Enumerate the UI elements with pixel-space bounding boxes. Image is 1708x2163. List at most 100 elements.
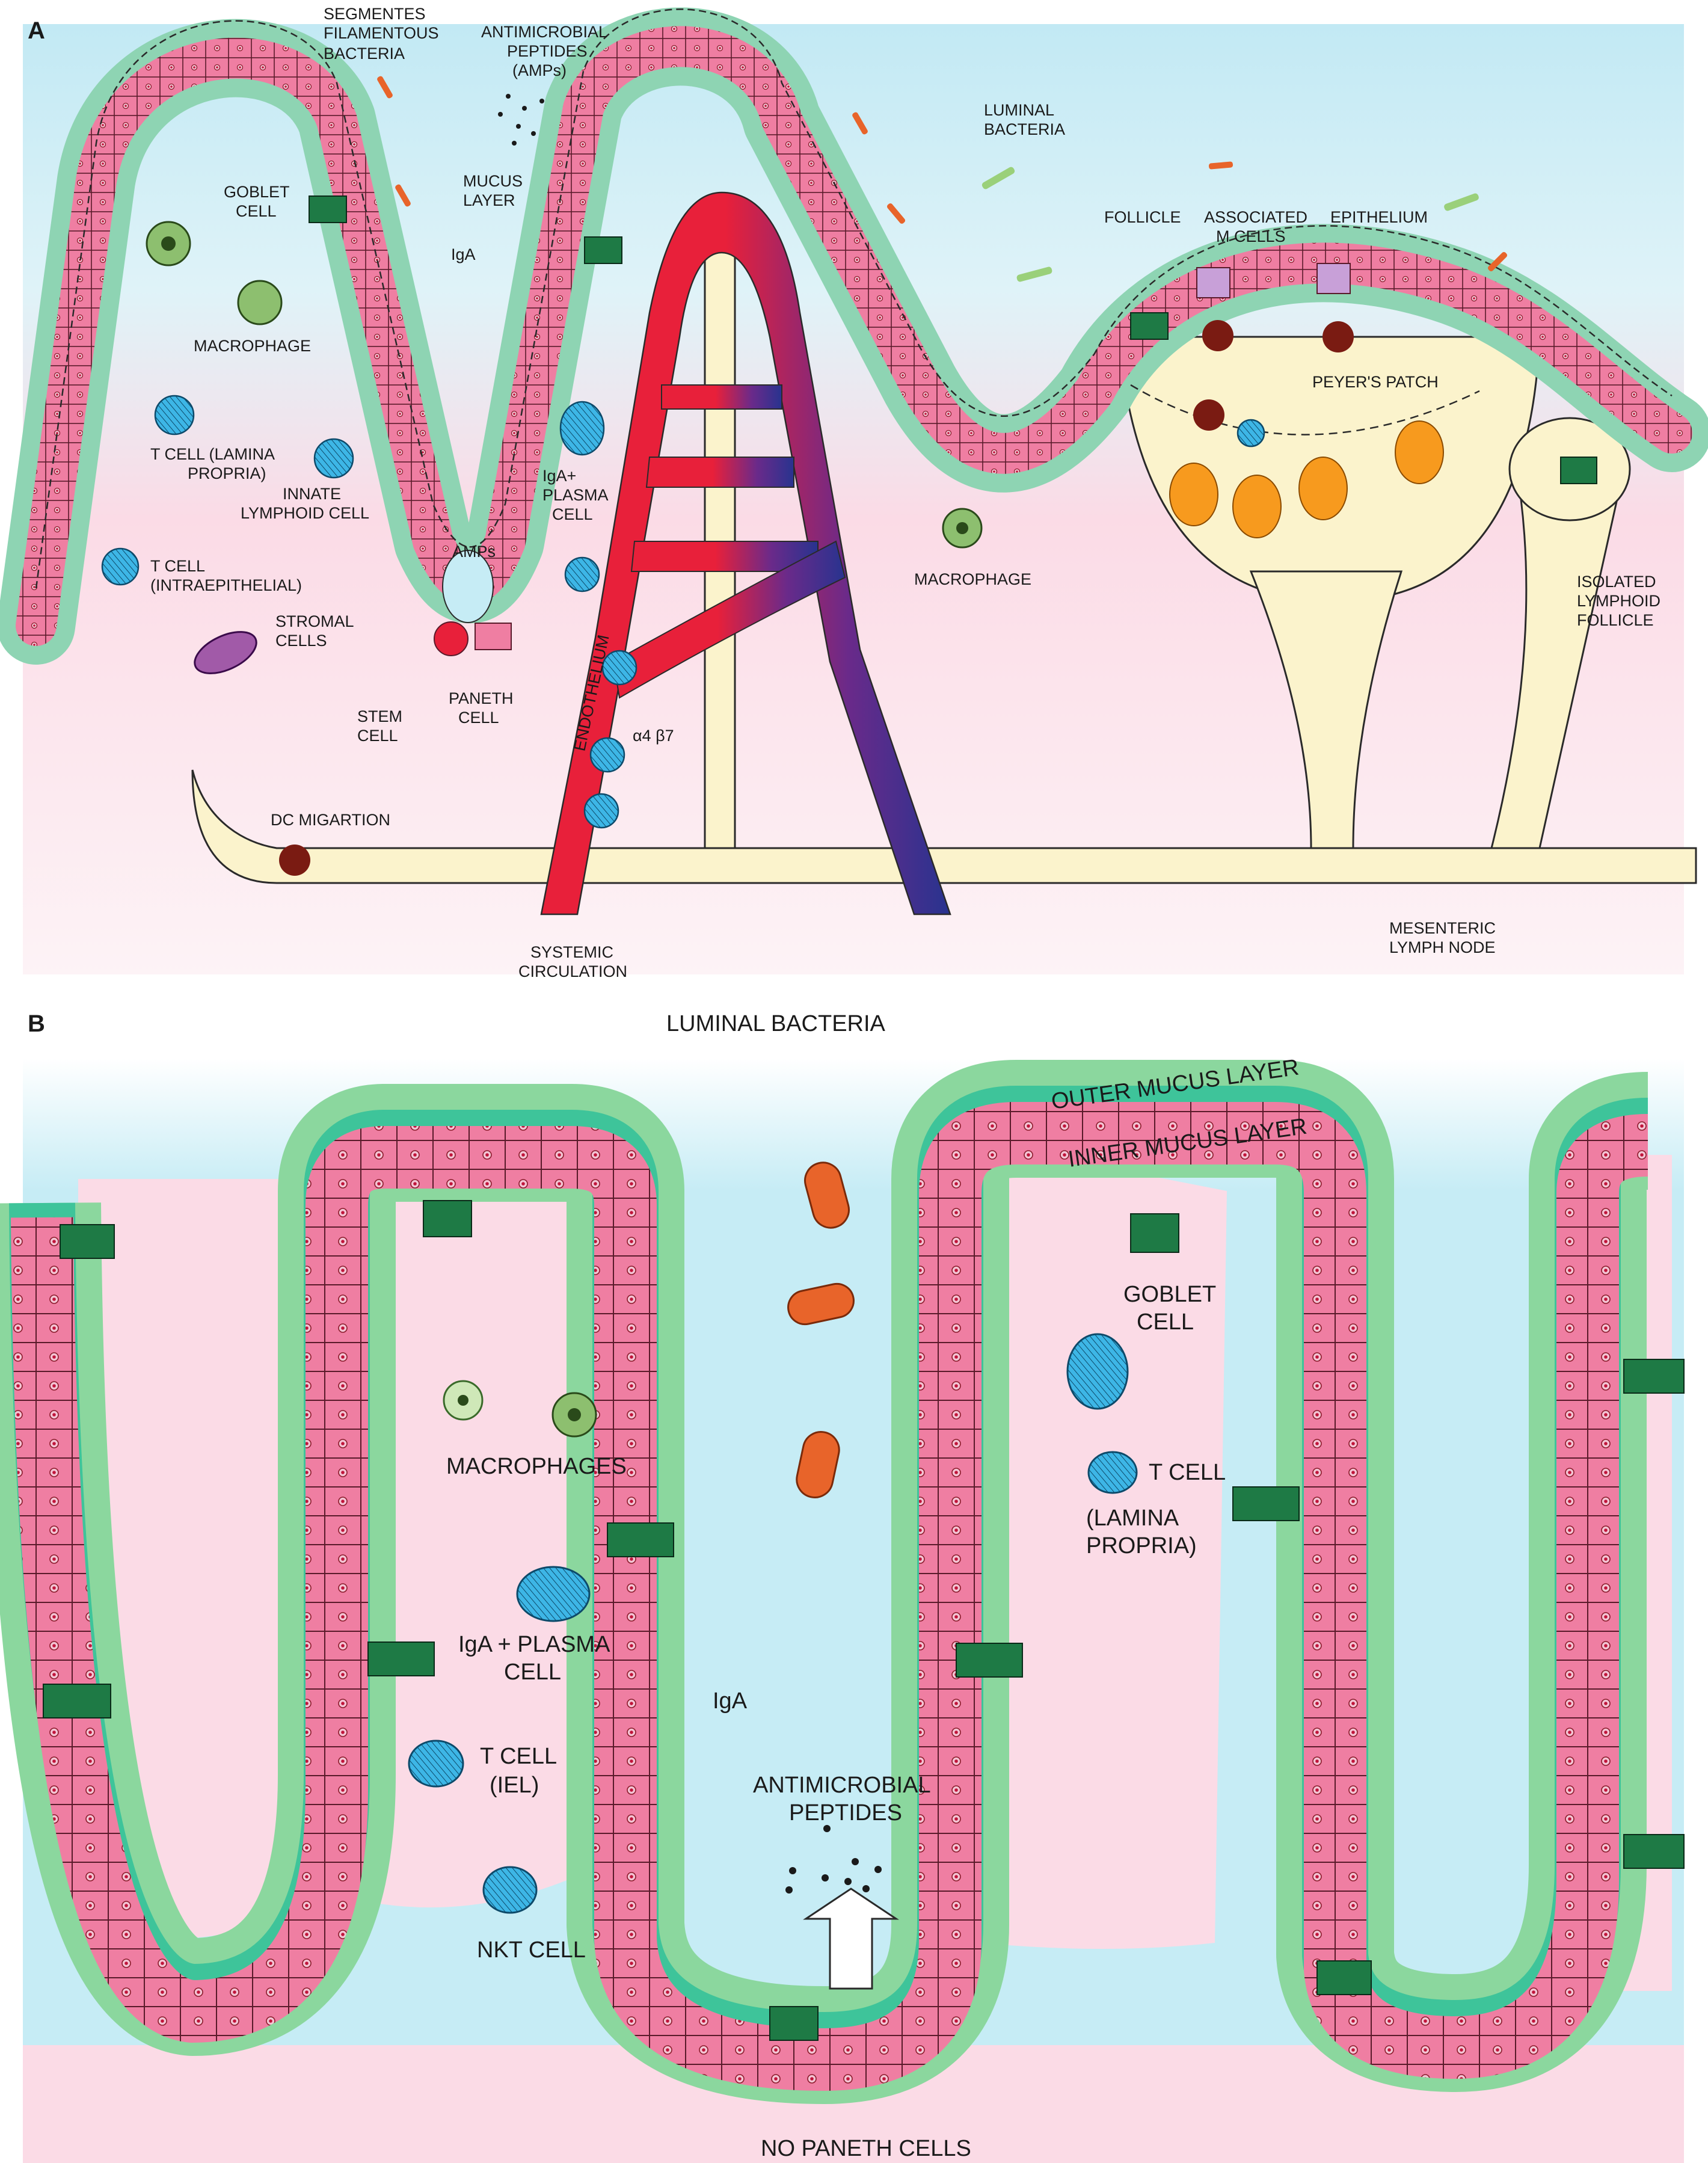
panel-a: A SEGMENTES FILAMENTOUS BACTERIA ANTIMIC… [0,5,1708,980]
iga-plasma-cell-a [559,401,605,456]
label-mln-2: LYMPH NODE [1389,938,1496,956]
label-plasma-a-1: IgA+ [542,467,576,485]
label-sfb-3: BACTERIA [324,45,405,63]
label-follicle: FOLLICLE [1104,208,1181,226]
label-amp-1: ANTIMICROBIAL [481,23,607,41]
label-plasma-b-2: CELL [504,1660,561,1685]
label-sfb-2: FILAMENTOUS [324,24,439,42]
label-luminal-2: BACTERIA [984,120,1065,138]
label-ilf-1: ISOLATED [1577,573,1656,591]
label-tcell-ie-2: (INTRAEPITHELIAL) [150,576,302,594]
label-plasma-a-2: PLASMA [542,486,609,504]
stem-cell [434,621,468,656]
label-mln-1: MESENTERIC [1389,919,1496,937]
nkt-cell [482,1866,538,1914]
immune-cells-b [408,1333,1138,1914]
label-systemic-2: CIRCULATION [518,962,627,980]
label-mucus-2: LAYER [463,191,515,209]
label-ilc-2: LYMPHOID CELL [241,504,369,522]
label-tcell-lp-b-3: PROPRIA) [1086,1533,1197,1558]
mucosa-a [0,7,1708,665]
label-tcell-iel-2: (IEL) [490,1773,539,1798]
label-amp-3: (AMPs) [512,61,567,79]
label-systemic-1: SYSTEMIC [530,943,613,961]
label-iga-a: IgA [451,245,476,263]
label-integrin: α4 β7 [633,727,674,745]
label-tcell-lp-b-2: (LAMINA [1086,1506,1179,1531]
label-tcell-lp-2: PROPRIA) [188,464,266,482]
label-amp-b-2: PEPTIDES [789,1800,902,1826]
bacterium-b-2 [787,1282,855,1326]
mucus-outline-a [35,8,1673,589]
dendritic-cell-1 [1202,320,1233,351]
label-no-paneth: NO PANETH CELLS [761,2136,971,2161]
label-macrophages-b: MACROPHAGES [446,1454,627,1479]
label-luminal-b: LUMINAL BACTERIA [666,1011,886,1036]
macrophage-a-2 [237,280,283,325]
label-tcell-lp-b-1: T CELL [1149,1460,1226,1485]
goblet-cell-a4 [1560,457,1597,484]
label-epithelium: EPITHELIUM [1330,208,1428,226]
label-amps-crypt: AMPs [452,543,496,561]
goblet-cell-a3 [1130,312,1169,340]
label-stem-1: STEM [357,707,402,725]
innate-lymphoid-cell [313,438,354,479]
m-cell-1 [1196,267,1230,298]
label-paneth-2: CELL [458,709,499,727]
panel-a-letter: A [28,17,45,44]
bacterium-b-1 [804,1161,850,1229]
dendritic-cell-2 [1322,321,1354,352]
t-cell-lamina-propria-b [1087,1451,1138,1494]
epithelium-a [16,26,1692,646]
t-cell-intraepithelial-a [101,547,140,586]
label-associated-2: M CELLS [1216,227,1286,245]
label-iga-b: IgA [713,1688,748,1714]
label-tcell-lp-1: T CELL (LAMINA [150,445,275,463]
luminal-bacteria-a [377,76,1508,282]
stromal-cell [194,631,257,674]
label-paneth-1: PANETH [449,689,514,707]
label-luminal-1: LUMINAL [984,101,1054,119]
label-plasma-b-1: IgA + PLASMA [458,1632,610,1657]
goblet-cells-b [43,1200,1685,2041]
label-peyers-patch: PEYER'S PATCH [1312,373,1439,391]
blood-vessels [540,191,951,915]
label-ilc-1: INNATE [283,485,341,503]
iga-plasma-cell-b [516,1566,591,1622]
label-sfb-1: SEGMENTES [324,5,426,23]
label-plasma-a-3: CELL [552,505,593,523]
label-stromal-2: CELLS [275,632,327,650]
t-cell-iel-b [408,1740,464,1788]
immune-cells-a [101,221,1354,876]
label-stromal-1: STROMAL [275,612,354,630]
label-amp-2: PEPTIDES [507,42,588,60]
label-ilf-2: LYMPHOID [1577,592,1660,610]
panel-b: B LUMINAL BACTERIA OUTER MUCUS LAYER INN… [0,1011,1685,2163]
germinal-centers [1130,384,1480,538]
bacterium-b-3 [796,1431,840,1498]
lamina-propria-cell-b [1066,1333,1129,1410]
t-cell-lamina-propria-a [154,395,195,435]
label-ilf-3: FOLLICLE [1577,611,1654,629]
label-tcell-iel-1: T CELL [480,1744,557,1769]
amp-secretion-arrow [803,1888,899,1990]
label-goblet-b-1: GOBLET [1123,1282,1216,1307]
paneth-cell [475,623,512,650]
label-goblet-1: GOBLET [224,183,290,201]
m-cell-2 [1316,263,1351,294]
label-associated-1: ASSOCIATED [1204,208,1307,226]
label-nkt: NKT CELL [477,1937,586,1963]
panel-b-letter: B [28,1011,45,1037]
dendritic-cell-migrating [279,845,310,876]
epithelium-b [11,1102,1649,2091]
label-amp-b-1: ANTIMICROBIAL [753,1773,931,1798]
label-dc-migration: DC MIGARTION [271,811,390,829]
label-mucus-1: MUCUS [463,172,523,190]
goblet-cell-a1 [309,195,347,223]
dendritic-cell-3 [1193,399,1224,431]
crypt-lumen-amps [442,550,494,623]
label-macrophage-right: MACROPHAGE [914,570,1031,588]
amp-dots-b [785,1825,899,1990]
